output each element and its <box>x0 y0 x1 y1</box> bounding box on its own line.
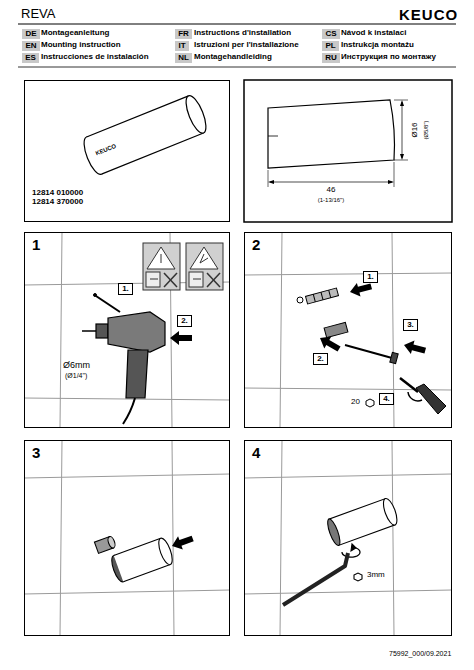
pencil <box>94 294 121 313</box>
tile-grid <box>244 440 452 636</box>
header-rule <box>18 24 456 25</box>
brand-logo: KEUCO <box>398 6 459 23</box>
header-rule <box>18 67 456 68</box>
callout-number: EN <box>25 41 36 50</box>
tile-grid <box>24 440 230 636</box>
cylinder-and-hex-key <box>283 497 400 605</box>
callout-box: 2. <box>177 315 192 327</box>
callout-box: 4. <box>379 393 394 405</box>
callout-number: 1. <box>367 272 374 281</box>
holder-and-cylinder <box>94 536 175 584</box>
callout-number: 3. <box>407 320 414 329</box>
language-name: Instructions d'installation <box>193 28 292 37</box>
step-panel: 2 1. 2. 3. 4. <box>244 232 452 428</box>
language-name: Istruzioni per l'installazione <box>193 40 300 49</box>
callout-box: 3. <box>403 319 418 331</box>
callout-number: RU <box>325 53 337 62</box>
dowel-and-screw <box>297 288 446 414</box>
language-name: Instrucciones de instalación <box>40 52 150 61</box>
language-code: NL <box>175 53 192 63</box>
callout-number: FR <box>178 29 189 38</box>
language-code: ES <box>22 53 39 63</box>
callout-box: 1. <box>118 283 133 295</box>
tile-grid <box>244 232 452 428</box>
push-arrow <box>317 332 343 355</box>
language-code: IT <box>175 41 189 51</box>
callout-number: CS <box>325 29 336 38</box>
callout-number: 1. <box>122 284 129 293</box>
step-number: 4 <box>251 444 261 462</box>
callout-number: 2. <box>317 354 324 363</box>
product-panel: 12814 01000012814 370000 <box>24 80 230 222</box>
dimension: (Ø5/8") <box>423 119 430 140</box>
callout-number: DE <box>25 29 36 38</box>
language-code: DE <box>22 29 40 39</box>
callout-number: 4. <box>383 394 390 403</box>
drill <box>82 312 165 424</box>
language-name: Návod k instalaci <box>340 28 407 37</box>
language-name: Montageanleitung <box>40 28 110 37</box>
step-number: 3 <box>31 444 41 462</box>
language-code: FR <box>175 29 192 39</box>
product-cylinder <box>80 93 210 177</box>
drill-size: (Ø1/4") <box>64 372 88 380</box>
language-code: RU <box>322 53 340 63</box>
callout-box: 1. <box>363 271 378 283</box>
callout-number: PL <box>325 41 335 50</box>
language-code: PL <box>322 41 339 51</box>
dimension: 46 <box>326 185 337 194</box>
step-number: 2 <box>251 236 261 254</box>
push-arrow <box>170 331 192 345</box>
document-number: 75992_000/09.2021 <box>388 650 452 658</box>
article-number: 12814 370000 <box>31 197 84 207</box>
push-arrow <box>170 532 195 553</box>
language-code: CS <box>322 29 340 39</box>
language-name: Инструкция по монтажу <box>340 52 437 61</box>
step-panel: 4 <box>244 440 452 636</box>
push-arrow <box>402 338 427 357</box>
key-size: 3mm <box>366 570 386 579</box>
language-name: Instrukcja montażu <box>340 40 415 49</box>
step-panel: 3 <box>24 440 230 636</box>
dimension: Ø16 <box>410 121 419 138</box>
language-code: EN <box>22 41 40 51</box>
warning-icons <box>143 243 223 290</box>
step-number: 1 <box>31 236 41 254</box>
article-number: 12814 010000 <box>31 188 84 198</box>
callout-box: 2. <box>313 353 328 365</box>
page-title: REVA <box>20 7 56 22</box>
callout-number: IT <box>178 41 185 50</box>
language-name: Montagehandleiding <box>193 52 273 61</box>
callout-number: ES <box>25 53 36 62</box>
tile-grid <box>24 232 230 428</box>
torque-value: 20 <box>350 397 361 406</box>
step-panel: 1 1. 2. <box>24 232 230 428</box>
drill-size: Ø6mm <box>62 360 91 370</box>
dimension-view <box>244 80 452 222</box>
callout-number: NL <box>178 53 189 62</box>
language-name: Mounting instruction <box>40 40 122 49</box>
callout-number: 2. <box>181 316 188 325</box>
dimension: (1-13/16") <box>317 197 345 204</box>
